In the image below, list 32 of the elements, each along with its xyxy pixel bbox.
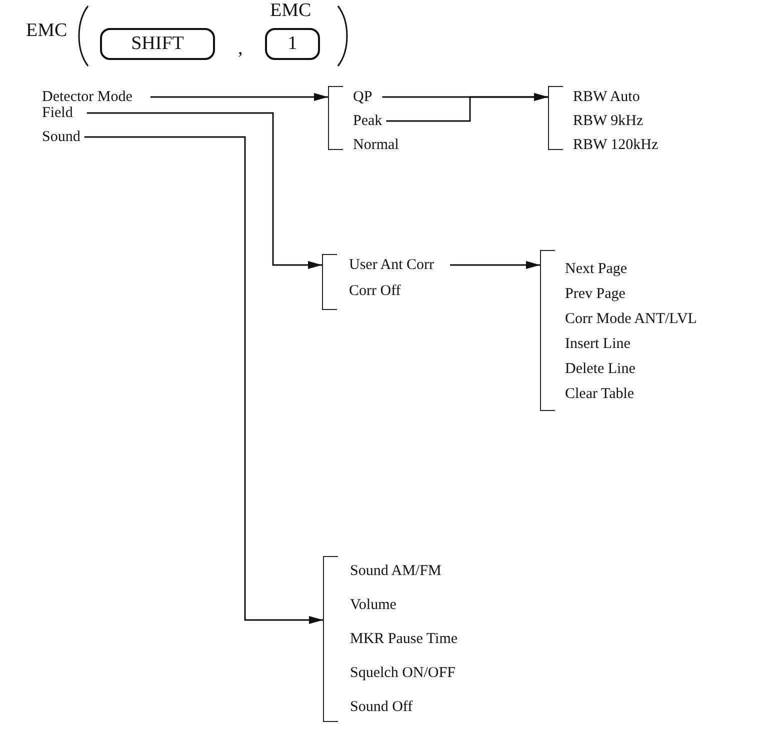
menu-option: Sound AM/FM [350, 562, 442, 580]
menu-option: Corr Mode ANT/LVL [565, 310, 697, 328]
arrow [150, 93, 328, 101]
arrow [84, 136, 323, 624]
menu-option: MKR Pause Time [350, 630, 458, 648]
key-caption: EMC [270, 0, 312, 22]
menu-item: Field [42, 104, 73, 122]
menu-option: QP [353, 88, 372, 106]
menu-item: Sound [42, 128, 80, 146]
key-button: 1 [265, 28, 320, 60]
menu-option: Next Page [565, 260, 628, 278]
key-button: SHIFT [100, 28, 215, 60]
menu-option: Sound Off [350, 698, 413, 716]
menu-option: User Ant Corr [349, 256, 434, 274]
menu-option: Clear Table [565, 385, 634, 403]
menu-option: RBW 120kHz [573, 136, 658, 154]
label: EMC [26, 20, 68, 42]
menu-option: Insert Line [565, 335, 630, 353]
menu-option: Peak [353, 112, 382, 130]
menu-option: Volume [350, 596, 396, 614]
menu-option: RBW Auto [573, 88, 640, 106]
arrow [450, 261, 540, 269]
arrow [386, 93, 548, 122]
menu-option: Squelch ON/OFF [350, 664, 456, 682]
menu-option: Delete Line [565, 360, 636, 378]
menu-option: RBW 9kHz [573, 112, 644, 130]
arrow [86, 112, 322, 269]
menu-option: Normal [353, 136, 399, 154]
menu-option: Corr Off [349, 282, 401, 300]
menu-item: Detector Mode [42, 88, 132, 106]
comma-separator: , [238, 38, 243, 60]
menu-option: Prev Page [565, 285, 626, 303]
